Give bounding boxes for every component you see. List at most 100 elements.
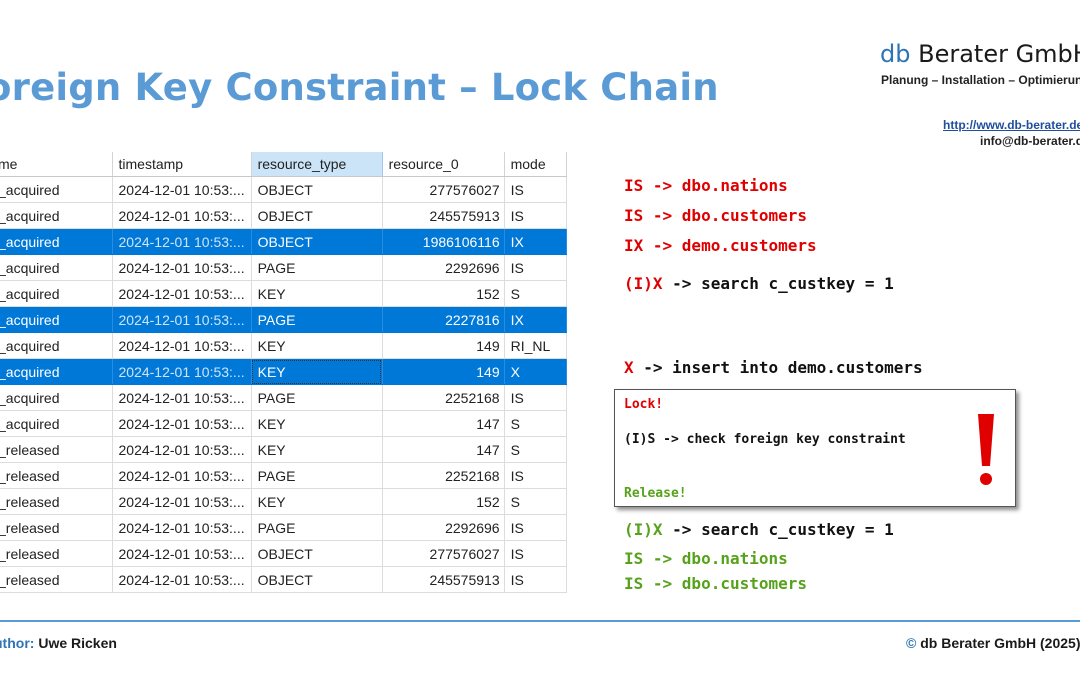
cell-resource-type[interactable]: KEY — [251, 436, 383, 463]
cell-resource-0[interactable]: 1986106116 — [382, 228, 505, 255]
cell-resource-type[interactable]: KEY — [251, 358, 383, 385]
cell-resource-0[interactable]: 152 — [382, 488, 505, 515]
cell-resource-0[interactable]: 2252168 — [382, 384, 505, 411]
cell-name[interactable]: _released — [0, 566, 113, 593]
cell-timestamp[interactable]: 2024-12-01 10:53:... — [112, 566, 252, 593]
cell-mode[interactable]: IX — [504, 228, 567, 255]
cell-name[interactable]: _acquired — [0, 228, 113, 255]
cell-timestamp[interactable]: 2024-12-01 10:53:... — [112, 514, 252, 541]
cell-resource-type[interactable]: KEY — [251, 410, 383, 437]
cell-name[interactable]: _acquired — [0, 384, 113, 411]
cell-mode[interactable]: IS — [504, 176, 567, 203]
cell-resource-0[interactable]: 147 — [382, 410, 505, 437]
cell-mode[interactable]: IS — [504, 254, 567, 281]
cell-resource-0[interactable]: 245575913 — [382, 566, 505, 593]
column-header-resource-0[interactable]: resource_0 — [382, 152, 505, 177]
cell-resource-0[interactable]: 152 — [382, 280, 505, 307]
cell-name[interactable]: _acquired — [0, 176, 113, 203]
cell-resource-type[interactable]: OBJECT — [251, 228, 383, 255]
cell-timestamp[interactable]: 2024-12-01 10:53:... — [112, 306, 252, 333]
cell-mode[interactable]: IS — [504, 462, 567, 489]
column-header-mode[interactable]: mode — [504, 152, 567, 177]
cell-name[interactable]: _released — [0, 436, 113, 463]
cell-resource-type[interactable]: PAGE — [251, 462, 383, 489]
cell-resource-type[interactable]: OBJECT — [251, 202, 383, 229]
cell-mode[interactable]: S — [504, 436, 567, 463]
cell-resource-type[interactable]: OBJECT — [251, 540, 383, 567]
cell-resource-0[interactable]: 277576027 — [382, 176, 505, 203]
cell-name[interactable]: _acquired — [0, 306, 113, 333]
cell-mode[interactable]: IS — [504, 514, 567, 541]
cell-resource-type[interactable]: PAGE — [251, 514, 383, 541]
cell-resource-0[interactable]: 149 — [382, 358, 505, 385]
cell-resource-0[interactable]: 2252168 — [382, 462, 505, 489]
cell-resource-type[interactable]: KEY — [251, 488, 383, 515]
cell-timestamp[interactable]: 2024-12-01 10:53:... — [112, 410, 252, 437]
cell-timestamp[interactable]: 2024-12-01 10:53:... — [112, 358, 252, 385]
cell-resource-0[interactable]: 149 — [382, 332, 505, 359]
column-header-resource-type[interactable]: resource_type — [251, 152, 383, 177]
cell-timestamp[interactable]: 2024-12-01 10:53:... — [112, 488, 252, 515]
cell-resource-type[interactable]: KEY — [251, 280, 383, 307]
cell-name[interactable]: _acquired — [0, 358, 113, 385]
cell-resource-type[interactable]: OBJECT — [251, 176, 383, 203]
cell-timestamp[interactable]: 2024-12-01 10:53:... — [112, 462, 252, 489]
cell-name[interactable]: _acquired — [0, 254, 113, 281]
cell-timestamp[interactable]: 2024-12-01 10:53:... — [112, 540, 252, 567]
cell-name[interactable]: _acquired — [0, 280, 113, 307]
cell-resource-type[interactable]: PAGE — [251, 384, 383, 411]
cell-name[interactable]: _acquired — [0, 410, 113, 437]
cell-mode[interactable]: S — [504, 280, 567, 307]
cell-resource-0[interactable]: 2227816 — [382, 306, 505, 333]
cell-name[interactable]: _released — [0, 514, 113, 541]
cell-name[interactable]: _released — [0, 488, 113, 515]
cell-mode[interactable]: S — [504, 410, 567, 437]
column-header-timestamp[interactable]: timestamp — [112, 152, 252, 177]
cell-mode[interactable]: S — [504, 488, 567, 515]
cell-timestamp[interactable]: 2024-12-01 10:53:... — [112, 436, 252, 463]
cell-resource-type[interactable]: OBJECT — [251, 566, 383, 593]
brand-url-link[interactable]: http://www.db-berater.de — [943, 118, 1080, 132]
cell-timestamp[interactable]: 2024-12-01 10:53:... — [112, 280, 252, 307]
cell-timestamp[interactable]: 2024-12-01 10:53:... — [112, 384, 252, 411]
cell-timestamp[interactable]: 2024-12-01 10:53:... — [112, 332, 252, 359]
cell-mode[interactable]: IS — [504, 384, 567, 411]
cell-resource-type[interactable]: PAGE — [251, 306, 383, 333]
cell-name[interactable]: _acquired — [0, 202, 113, 229]
cell-mode[interactable]: RI_NL — [504, 332, 567, 359]
cell-resource-0[interactable]: 2292696 — [382, 514, 505, 541]
cell-timestamp[interactable]: 2024-12-01 10:53:... — [112, 228, 252, 255]
column-header-name[interactable]: me — [0, 152, 113, 177]
cell-mode[interactable]: IS — [504, 202, 567, 229]
cell-resource-0[interactable]: 147 — [382, 436, 505, 463]
cell-mode[interactable]: IS — [504, 566, 567, 593]
cell-timestamp[interactable]: 2024-12-01 10:53:... — [112, 254, 252, 281]
cell-resource-type[interactable]: KEY — [251, 332, 383, 359]
cell-mode[interactable]: X — [504, 358, 567, 385]
cell-timestamp[interactable]: 2024-12-01 10:53:... — [112, 202, 252, 229]
cell-name[interactable]: _released — [0, 540, 113, 567]
cell-timestamp[interactable]: 2024-12-01 10:53:... — [112, 176, 252, 203]
cell-mode[interactable]: IS — [504, 540, 567, 567]
cell-resource-0[interactable]: 245575913 — [382, 202, 505, 229]
cell-mode[interactable]: IX — [504, 306, 567, 333]
cell-resource-type[interactable]: PAGE — [251, 254, 383, 281]
cell-resource-0[interactable]: 2292696 — [382, 254, 505, 281]
cell-name[interactable]: _acquired — [0, 332, 113, 359]
cell-name[interactable]: _released — [0, 462, 113, 489]
